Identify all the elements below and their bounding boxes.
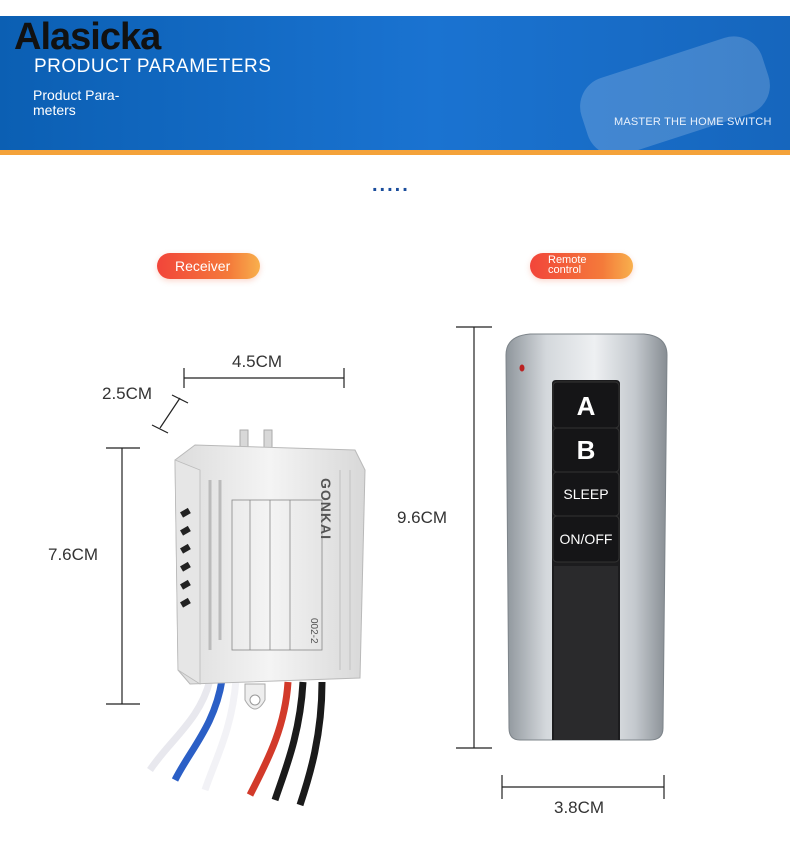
remote-device xyxy=(505,333,668,741)
header-banner xyxy=(0,16,790,150)
header-tagline: MASTER THE HOME SWITCH xyxy=(614,116,772,128)
receiver-height-dimension xyxy=(106,447,140,705)
receiver-model-number: 002-2 xyxy=(308,618,319,644)
remote-height-label: 9.6CM xyxy=(397,508,448,527)
remote-width-label: 3.8CM xyxy=(554,798,605,817)
receiver-depth-label: 2.5CM xyxy=(102,384,153,403)
remote-button-onoff[interactable]: ON/OFF xyxy=(559,531,613,547)
remote-label-text: Remote control xyxy=(548,254,587,276)
section-divider: ..... xyxy=(372,174,410,196)
receiver-depth-dimension xyxy=(151,394,189,434)
receiver-label: Receiver xyxy=(157,253,260,279)
remote-watermark-graphic xyxy=(580,36,770,150)
remote-button-sleep[interactable]: SLEEP xyxy=(563,486,609,502)
remote-height-dimension xyxy=(456,326,492,749)
remote-label: Remote control xyxy=(530,253,633,279)
remote-button-b[interactable]: B xyxy=(576,435,596,465)
receiver-brand-mark: GONKAI xyxy=(318,478,334,540)
brand-logo: Alasicka xyxy=(14,16,161,58)
remote-width-dimension xyxy=(501,775,665,799)
remote-button-a[interactable]: A xyxy=(576,391,596,421)
page-title: PRODUCT PARAMETERS xyxy=(34,56,272,77)
receiver-width-dimension xyxy=(183,368,345,388)
header-accent-line xyxy=(0,150,790,155)
receiver-width-label: 4.5CM xyxy=(232,352,283,371)
receiver-height-label: 7.6CM xyxy=(48,545,99,564)
page-subtitle: Product Para- meters xyxy=(33,87,120,118)
receiver-device xyxy=(147,429,366,807)
